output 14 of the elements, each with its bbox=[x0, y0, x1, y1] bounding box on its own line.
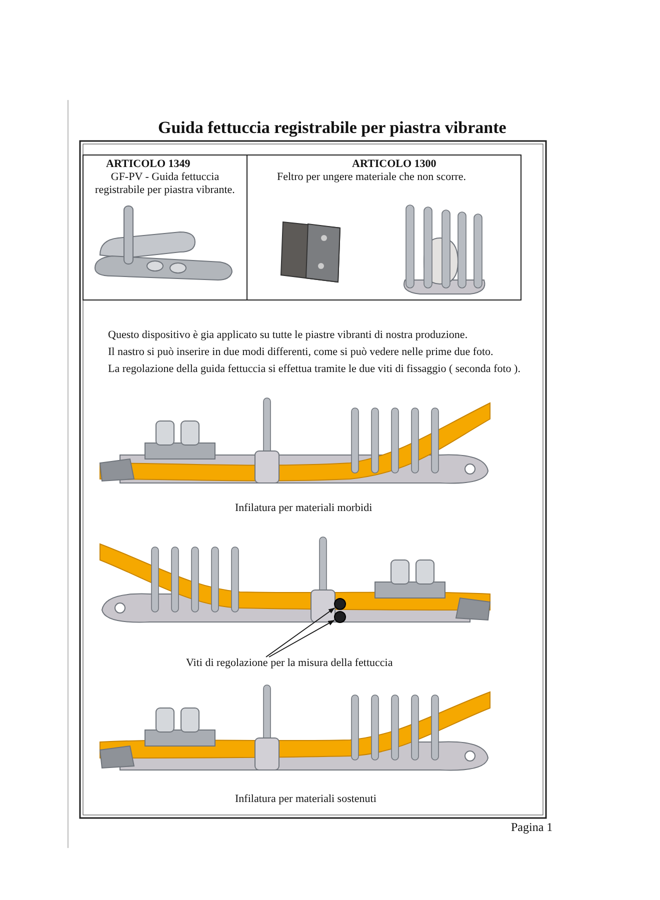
photo-caption: Infilatura per materiali sostenuti bbox=[235, 793, 376, 806]
article-heading: ARTICOLO 1349 bbox=[106, 158, 190, 171]
leader-line bbox=[266, 608, 335, 658]
page-number: Pagina 1 bbox=[511, 821, 553, 834]
article-description: Feltro per ungere materiale che non scorre. bbox=[277, 171, 466, 184]
paragraph-line: Il nastro si può inserire in due modi differenti, come si può vedere nelle prime due foto. bbox=[108, 346, 494, 359]
page-title: Guida fettuccia registrabile per piastra vibrante bbox=[158, 118, 506, 138]
article-description: GF-PV - Guida fettuccia registrabile per piastra vibrante. bbox=[94, 171, 236, 197]
photo-caption: Infilatura per materiali morbidi bbox=[235, 502, 372, 515]
article-heading: ARTICOLO 1300 bbox=[352, 158, 436, 171]
leader-line bbox=[268, 620, 334, 658]
callout-text: Viti di regolazione per la misura della fettuccia bbox=[186, 657, 476, 670]
paragraph-line: La regolazione della guida fettuccia si effettua tramite le due viti di fissaggio ( seconda foto ). bbox=[108, 363, 520, 376]
paragraph-line: Questo dispositivo è gia applicato su tutte le piastre vibranti di nostra produzione. bbox=[108, 329, 468, 342]
